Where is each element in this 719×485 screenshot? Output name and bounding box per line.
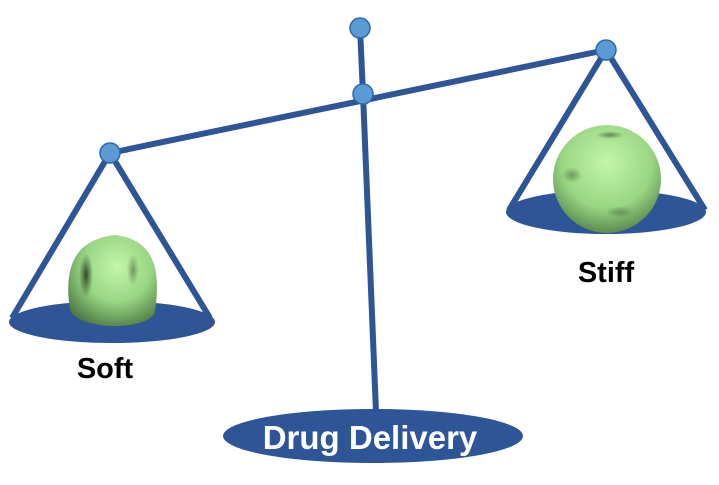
base-label: Drug Delivery <box>263 419 478 456</box>
left-hook-joint <box>99 142 121 164</box>
soft-particle <box>68 235 157 326</box>
right-hanger-left <box>506 48 609 212</box>
left-hanger-right <box>107 151 213 320</box>
base-ellipse <box>223 409 523 463</box>
pivot-joint <box>352 83 374 105</box>
right-hanger-right <box>603 48 708 212</box>
stand-pole <box>360 93 379 413</box>
right-hook-joint <box>595 39 617 61</box>
soft-label: Soft <box>77 353 134 385</box>
top-knob-joint <box>349 17 371 39</box>
left-hanger-left <box>9 151 113 320</box>
stiff-particle <box>553 125 661 233</box>
top-post <box>357 27 366 95</box>
stiff-label: Stiff <box>578 257 635 289</box>
